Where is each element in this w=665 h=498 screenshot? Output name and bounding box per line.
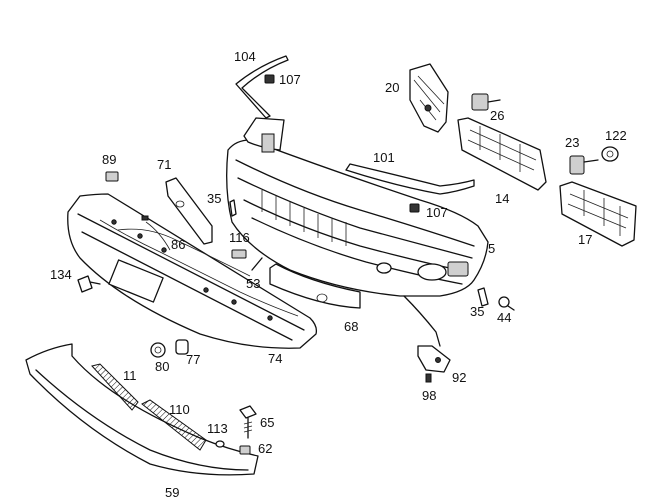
part-14-absorber (457, 117, 547, 191)
part-110-grille-insert (141, 399, 207, 451)
part-113-washer (215, 440, 225, 448)
part-98-pin (425, 373, 432, 383)
label-74: 74 (268, 351, 283, 366)
part-20-bracket (409, 63, 449, 133)
part-80-cap (150, 342, 166, 358)
label-107-middle: 107 (426, 205, 448, 220)
part-5-bumper-cover (226, 117, 489, 347)
part-26-clamp (471, 93, 501, 111)
part-17-carrier (559, 181, 637, 247)
part-53-pin (251, 257, 263, 271)
label-101: 101 (373, 150, 395, 165)
part-107-clip-middle (409, 203, 420, 213)
part-23-holder (569, 155, 599, 175)
label-71: 71 (157, 157, 172, 172)
label-65: 65 (260, 415, 275, 430)
label-104: 104 (234, 49, 256, 64)
label-98: 98 (422, 388, 437, 403)
label-77: 77 (186, 352, 201, 367)
part-44-rivet (498, 296, 515, 311)
label-89: 89 (102, 152, 117, 167)
label-17: 17 (578, 232, 593, 247)
label-23: 23 (565, 135, 580, 150)
part-104-trim-strip (235, 55, 289, 119)
label-62: 62 (258, 441, 273, 456)
label-134: 134 (50, 267, 72, 282)
label-107-top: 107 (279, 72, 301, 87)
label-53: 53 (246, 276, 261, 291)
part-74-lower-bumper (67, 193, 318, 349)
part-101-upper-strip (345, 163, 475, 195)
label-80: 80 (155, 359, 170, 374)
label-5: 5 (488, 241, 496, 256)
part-116-grommet (231, 249, 247, 259)
part-92-mount (417, 345, 451, 373)
label-59: 59 (165, 485, 180, 498)
part-35-screw-lower (477, 287, 489, 307)
part-89-clip (105, 171, 119, 182)
part-86-harness (141, 215, 171, 251)
part-71-cover-strip (165, 177, 213, 245)
label-14: 14 (495, 191, 510, 206)
label-20: 20 (385, 80, 400, 95)
label-110: 110 (169, 402, 190, 417)
label-113: 113 (207, 421, 228, 436)
part-62-clip (239, 445, 251, 455)
part-107-clip-top (264, 74, 275, 84)
label-35-lower: 35 (470, 304, 485, 319)
part-77-sleeve (175, 339, 189, 355)
label-68: 68 (344, 319, 359, 334)
label-122: 122 (605, 128, 627, 143)
part-59-spoiler (25, 343, 259, 476)
label-44: 44 (497, 310, 512, 325)
label-26: 26 (490, 108, 505, 123)
label-11: 11 (123, 368, 137, 383)
part-122-nut (601, 146, 619, 162)
part-68-lower-strip (269, 263, 361, 309)
part-11-grille-insert (91, 363, 139, 411)
part-134-bolt (77, 275, 101, 293)
part-35-screw-upper (229, 199, 237, 217)
label-116: 116 (229, 230, 250, 245)
part-65-screw (239, 405, 257, 439)
label-35-upper: 35 (207, 191, 222, 206)
label-86: 86 (171, 237, 186, 252)
label-92: 92 (452, 370, 467, 385)
